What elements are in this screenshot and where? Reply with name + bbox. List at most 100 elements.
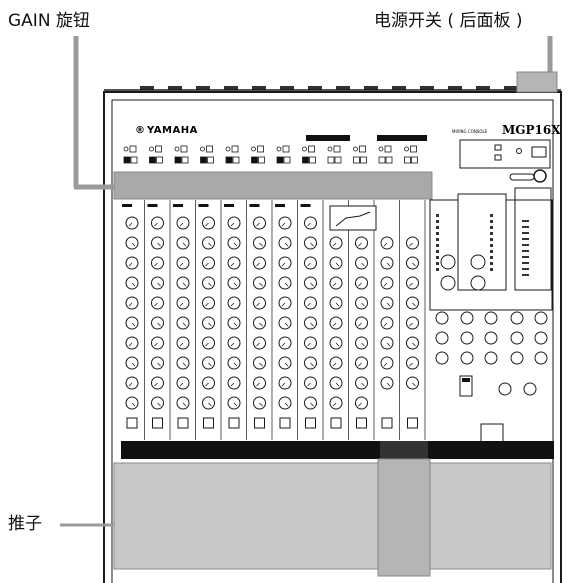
phones-level-slider bbox=[509, 173, 535, 181]
pad-button bbox=[327, 156, 335, 164]
rear-panel-bump bbox=[168, 86, 182, 90]
bus-knob-icon bbox=[460, 311, 474, 325]
rear-panel-bump bbox=[420, 86, 434, 90]
eq-knob-pointer bbox=[358, 242, 362, 247]
bus-knob-icon bbox=[498, 382, 512, 396]
meter-led bbox=[490, 220, 493, 223]
meter-led bbox=[490, 232, 493, 235]
strip-header-mark bbox=[300, 204, 311, 207]
bus-knob-icon bbox=[484, 331, 498, 345]
eq-knob-pointer bbox=[284, 282, 289, 287]
eq-knob-pointer bbox=[281, 222, 286, 227]
master-knob-icon bbox=[470, 254, 486, 270]
eq-knob-pointer bbox=[412, 342, 416, 347]
eq-knob-pointer bbox=[259, 322, 263, 327]
eq-knob-pointer bbox=[284, 402, 289, 407]
mute-button bbox=[381, 417, 393, 429]
input-select-button bbox=[333, 145, 341, 153]
mute-button bbox=[152, 417, 163, 429]
input-select-button bbox=[129, 145, 137, 153]
eq-knob-pointer bbox=[179, 262, 184, 267]
channel-label-bar bbox=[121, 441, 554, 459]
eq-knob-pointer bbox=[386, 382, 391, 387]
input-indicator-icon bbox=[149, 146, 154, 152]
mute-button bbox=[126, 417, 138, 429]
eq-knob-pointer bbox=[131, 402, 136, 407]
eq-knob-pointer bbox=[332, 402, 337, 407]
rear-panel-bump bbox=[224, 86, 238, 90]
input-select-button bbox=[257, 145, 264, 153]
eq-knob-pointer bbox=[307, 382, 311, 387]
eq-knob-pointer bbox=[128, 222, 133, 227]
eq-knob-pointer bbox=[205, 302, 209, 307]
input-select-button bbox=[231, 145, 239, 153]
bus-knob-icon bbox=[534, 331, 548, 345]
meter-led bbox=[522, 244, 529, 246]
display-button bbox=[494, 144, 502, 151]
input-indicator-icon bbox=[353, 146, 358, 152]
phantom-button bbox=[385, 156, 393, 164]
meter-led bbox=[436, 244, 439, 247]
eq-knob-pointer bbox=[179, 222, 184, 227]
eq-knob-pointer bbox=[284, 362, 289, 367]
eq-knob-pointer bbox=[128, 262, 133, 267]
rear-panel-bump bbox=[308, 86, 322, 90]
eq-knob-pointer bbox=[307, 342, 311, 347]
stereo-label-bar bbox=[380, 441, 428, 459]
meter-led bbox=[522, 274, 529, 276]
eq-knob-pointer bbox=[154, 262, 158, 267]
phantom-button bbox=[334, 156, 342, 164]
eq-knob-pointer bbox=[205, 382, 209, 387]
phantom-button bbox=[411, 156, 418, 164]
display-led-icon bbox=[516, 148, 522, 154]
meter-led bbox=[490, 244, 493, 247]
eq-knob-pointer bbox=[307, 262, 311, 267]
eq-knob-pointer bbox=[256, 302, 260, 307]
model-name: MGP16X bbox=[502, 123, 561, 137]
input-select-button bbox=[155, 145, 162, 153]
pad-button bbox=[378, 156, 386, 164]
eq-knob-pointer bbox=[335, 262, 340, 267]
strip-header-mark bbox=[173, 204, 183, 207]
strip-header-mark bbox=[198, 204, 209, 207]
eq-knob-pointer bbox=[310, 322, 314, 327]
bus-knob-icon bbox=[510, 331, 524, 345]
stereo-header-bar bbox=[306, 135, 350, 141]
eq-knob-pointer bbox=[154, 382, 158, 387]
gain-knob-label: GAIN 旋钮 bbox=[8, 11, 90, 31]
bus-knob-icon bbox=[460, 351, 474, 365]
eq-knob-pointer bbox=[409, 322, 413, 327]
eq-knob-pointer bbox=[205, 222, 209, 227]
eq-knob-pointer bbox=[131, 362, 136, 367]
eq-knob-pointer bbox=[157, 242, 161, 247]
bus-knob-icon bbox=[435, 311, 449, 325]
input-select-button bbox=[410, 145, 417, 153]
eq-knob-pointer bbox=[409, 242, 413, 247]
pad-button bbox=[225, 156, 233, 164]
eq-knob-pointer bbox=[383, 282, 388, 287]
input-indicator-icon bbox=[276, 146, 282, 152]
power-switch-label: 电源开关 ( 后面板 ) bbox=[374, 11, 523, 31]
eq-knob-pointer bbox=[383, 362, 388, 367]
strip-header-mark bbox=[122, 204, 132, 207]
eq-knob-pointer bbox=[157, 402, 161, 407]
model-prefix: MIXING CONSOLE bbox=[452, 129, 488, 134]
input-indicator-icon bbox=[225, 146, 231, 152]
eq-knob-pointer bbox=[361, 342, 365, 347]
eq-knob-pointer bbox=[332, 242, 337, 247]
phantom-button bbox=[181, 156, 189, 164]
stereo-header-bar bbox=[377, 135, 427, 141]
eq-knob-pointer bbox=[182, 322, 187, 327]
mute-button bbox=[279, 417, 291, 429]
mute-button bbox=[203, 417, 214, 429]
input-select-button bbox=[206, 145, 213, 153]
bus-knob-icon bbox=[484, 311, 498, 325]
bus-knob-icon bbox=[534, 311, 548, 325]
eq-knob-pointer bbox=[335, 302, 340, 307]
rear-panel-bump bbox=[476, 86, 490, 90]
input-indicator-icon bbox=[200, 146, 205, 152]
phantom-button bbox=[156, 156, 163, 164]
meter-led bbox=[436, 250, 439, 253]
master-knob-icon bbox=[470, 275, 486, 291]
strip-header-mark bbox=[249, 204, 260, 207]
